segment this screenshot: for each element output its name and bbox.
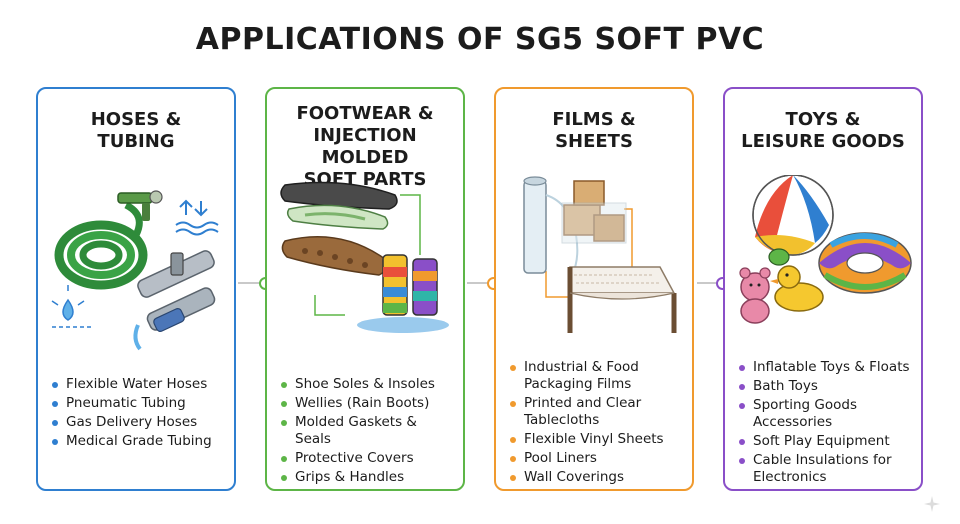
card-hoses-tubing: HOSES & TUBING <box>36 87 236 491</box>
list-item: Wall Coverings <box>510 469 686 486</box>
footwear-list: Shoe Soles & Insoles Wellies (Rain Boots… <box>281 376 457 488</box>
list-item: Gas Delivery Hoses <box>52 414 228 431</box>
list-item: Inflatable Toys & Floats <box>739 359 915 376</box>
insole-icon <box>286 204 389 230</box>
footwear-illustration <box>280 181 449 333</box>
list-item: Shoe Soles & Insoles <box>281 376 457 393</box>
list-item: Industrial & Food Packaging Films <box>510 359 686 393</box>
rubber-duck-icon <box>768 248 824 312</box>
list-item: Pool Liners <box>510 450 686 467</box>
hoses-illustration <box>51 190 219 351</box>
films-illustration <box>523 176 677 333</box>
card-title: FOOTWEAR & INJECTION MOLDED SOFT PARTS <box>296 103 434 190</box>
garden-hose-icon <box>54 201 148 290</box>
swim-ring-icon <box>818 232 912 294</box>
list-item: Soft Play Equipment <box>739 433 915 450</box>
spray-nozzle-icon <box>117 190 163 221</box>
list-item: Flexible Vinyl Sheets <box>510 431 686 448</box>
list-item: Bath Toys <box>739 378 915 395</box>
list-item: Molded Gaskets & Seals <box>281 414 457 448</box>
connector-line <box>697 282 723 284</box>
list-item: Grips & Handles <box>281 469 457 486</box>
rain-boots-icon <box>357 254 449 333</box>
metal-pipe-icon <box>133 250 216 351</box>
list-item: Printed and Clear Tablecloths <box>510 395 686 429</box>
list-item: Flexible Water Hoses <box>52 376 228 393</box>
card-footwear: FOOTWEAR & INJECTION MOLDED SOFT PARTS S <box>265 87 465 491</box>
connector-line <box>467 282 494 284</box>
packaged-boxes-icon <box>561 180 627 244</box>
list-item: Sporting Goods Accessories <box>739 397 915 431</box>
list-item: Protective Covers <box>281 450 457 467</box>
card-toys-leisure: TOYS & LEISURE GOODS <box>723 87 923 491</box>
water-level-icon <box>175 199 219 236</box>
connector-line <box>238 282 264 284</box>
teddy-bear-icon <box>739 267 771 324</box>
beach-ball-icon <box>752 175 834 256</box>
sparkle-icon <box>924 496 940 512</box>
card-title: FILMS & SHEETS <box>552 109 636 152</box>
tablecloth-icon <box>567 266 677 333</box>
water-drop-icon <box>51 285 92 328</box>
toys-illustration <box>739 175 912 324</box>
shoe-sole-icon <box>280 181 398 276</box>
card-title: TOYS & LEISURE GOODS <box>741 109 905 152</box>
list-item: Medical Grade Tubing <box>52 433 228 450</box>
card-title: HOSES & TUBING <box>90 109 182 152</box>
list-item: Cable Insulations for Electronics <box>739 452 915 486</box>
list-item: Pneumatic Tubing <box>52 395 228 412</box>
page-title: APPLICATIONS OF SG5 SOFT PVC <box>195 22 765 57</box>
films-list: Industrial & Food Packaging Films Printe… <box>510 359 686 488</box>
toys-list: Inflatable Toys & Floats Bath Toys Sport… <box>739 359 915 488</box>
hoses-list: Flexible Water Hoses Pneumatic Tubing Ga… <box>52 376 228 452</box>
list-item: Wellies (Rain Boots) <box>281 395 457 412</box>
card-films-sheets: FILMS & SHEETS Industrial & Food Packagi… <box>494 87 694 491</box>
